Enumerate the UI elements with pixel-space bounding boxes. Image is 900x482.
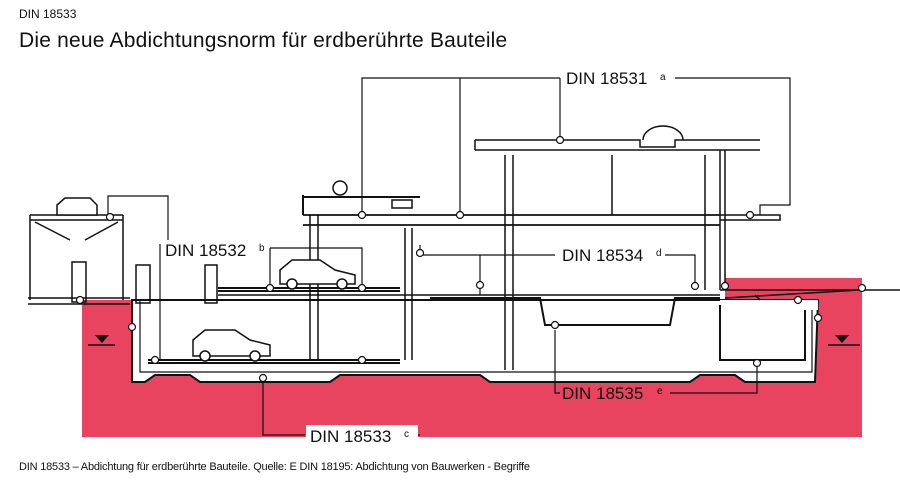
basement-inner <box>139 300 813 373</box>
connector-dots <box>75 135 867 383</box>
label-din-18535: DIN 18535 e <box>562 384 663 403</box>
label-din-18531: DIN 18531 a <box>566 69 666 88</box>
water-level-icons <box>95 335 849 343</box>
svg-text:b: b <box>259 243 265 254</box>
svg-text:e: e <box>657 386 663 397</box>
page-title: Die neue Abdichtungsnorm für erdberührte… <box>19 29 508 52</box>
svg-text:DIN 18531: DIN 18531 <box>566 69 647 88</box>
svg-text:DIN 18534: DIN 18534 <box>562 246 643 265</box>
kicker: DIN 18533 <box>19 7 77 21</box>
svg-text:c: c <box>404 429 409 440</box>
figure-caption: DIN 18533 – Abdichtung für erdberührte B… <box>19 461 530 473</box>
svg-text:DIN 18535: DIN 18535 <box>562 384 643 403</box>
label-din-18534: DIN 18534 d <box>562 246 662 265</box>
basement-structure <box>131 299 820 383</box>
svg-text:d: d <box>656 248 662 259</box>
svg-text:DIN 18532: DIN 18532 <box>165 241 246 260</box>
car-icon <box>56 197 356 362</box>
svg-text:a: a <box>660 72 666 83</box>
svg-text:DIN 18533: DIN 18533 <box>310 427 391 446</box>
label-din-18532: DIN 18532 b <box>165 241 265 260</box>
label-din-18533: DIN 18533 c <box>310 427 409 446</box>
